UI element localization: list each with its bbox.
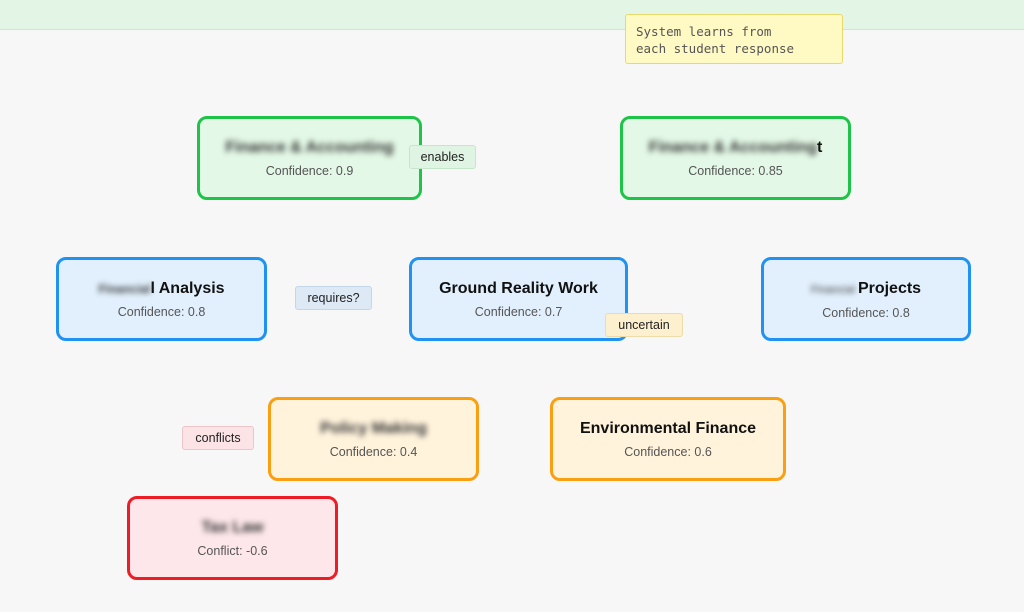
node-confidence: Confidence: 0.85 [688,164,783,178]
title-visible-part: Projects [857,279,922,297]
node-title: Ground Reality Work [439,280,598,297]
node-confidence: Confidence: 0.4 [329,445,418,459]
node-title: Policy Making [320,419,427,439]
node-conflict-score: Conflict: -0.6 [197,544,268,558]
node-finance-accounting-1[interactable]: Finance & Accounting Confidence: 0.9 [197,116,422,200]
node-confidence: Confidence: 0.7 [474,305,563,319]
blurred-title: Policy Making [320,420,427,437]
edge-label-uncertain: uncertain [605,313,683,337]
node-confidence: Confidence: 0.8 [822,305,910,320]
blurred-title: Finance & Accounting [225,139,394,156]
node-title: Tax Law [202,518,264,538]
edge-label-requires: requires? [295,286,372,310]
node-title: Environmental Finance [579,420,757,437]
blurred-title: Tax Law [201,519,264,536]
sticky-note: System learns from each student response [625,14,843,64]
node-title: Finance & Accountingt [649,138,823,158]
title-visible-part: l Analysis [150,280,225,297]
node-environmental-finance[interactable]: Environmental Finance Confidence: 0.6 [550,397,786,481]
node-title: Finance & Accounting [225,138,393,158]
top-banner [0,0,1024,30]
node-conflict[interactable]: Tax Law Conflict: -0.6 [127,496,338,580]
node-confidence: Confidence: 0.6 [624,445,712,459]
node-finance-accounting-2[interactable]: Finance & Accountingt Confidence: 0.85 [620,116,851,200]
blurred-title: Financial [810,283,855,296]
title-visible-part: t [816,139,823,156]
edge-label-enables: enables [409,145,476,169]
node-title: Financiall Analysis [98,279,224,299]
node-confidence: Confidence: 0.8 [117,305,206,319]
blurred-title: Financial [98,282,151,296]
node-confidence: Confidence: 0.9 [265,164,354,178]
node-ground-reality-work[interactable]: Ground Reality Work Confidence: 0.7 [409,257,628,341]
node-analysis[interactable]: Financiall Analysis Confidence: 0.8 [56,257,267,341]
node-policy-making[interactable]: Policy Making Confidence: 0.4 [268,397,479,481]
edge-label-conflicts: conflicts [182,426,254,450]
blurred-title: Finance & Accounting [648,139,817,156]
